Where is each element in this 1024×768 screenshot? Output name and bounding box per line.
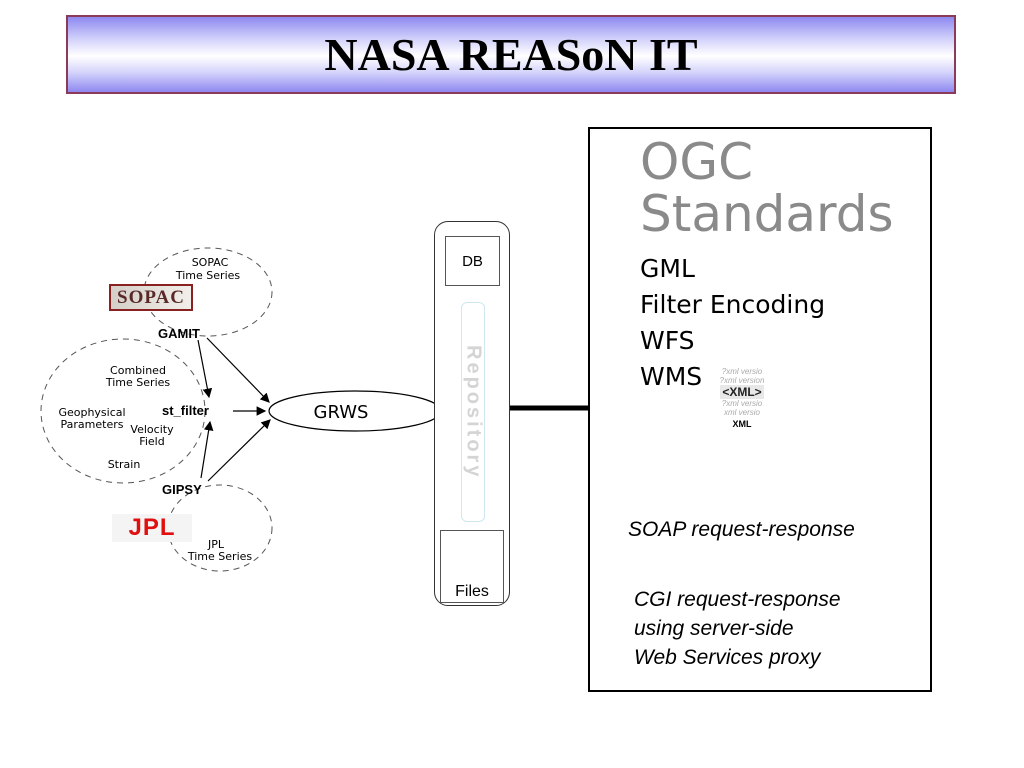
cgi-line-1: CGI request-response xyxy=(634,588,841,611)
combined-label-2: Time Series xyxy=(105,376,171,389)
edge-gamit-stfilter xyxy=(197,339,213,399)
combined-label-1: Combined xyxy=(110,364,166,377)
sopac-logo-text: SOPAC xyxy=(117,286,185,308)
xml-logo: ?xml versio ?xml version <XML> ?xml vers… xyxy=(706,364,778,432)
cgi-line-2: using server-side xyxy=(634,617,794,640)
xml-ghost-1: ?xml versio xyxy=(721,367,763,376)
combined-cluster-ellipse xyxy=(40,338,206,484)
velocity-label-1: Velocity xyxy=(130,423,174,436)
geophysical-label-1: Geophysical xyxy=(58,406,125,419)
ogc-title: OGC Standards xyxy=(640,136,894,240)
standard-wms: WMS xyxy=(640,362,703,391)
edge-gamit-grws xyxy=(206,337,270,403)
cgi-protocol: CGI request-response using server-side W… xyxy=(634,585,841,672)
xml-ghost-2: ?xml version xyxy=(719,376,765,385)
standard-filter-encoding: Filter Encoding xyxy=(640,290,826,319)
xml-caption: XML xyxy=(732,419,752,429)
slide-title: NASA REASoN IT xyxy=(324,29,698,80)
sopac-label-1: SOPAC xyxy=(192,256,229,269)
db-box: DB xyxy=(445,236,500,286)
standard-wfs: WFS xyxy=(640,326,695,355)
xml-ghost-3: ?xml versio xyxy=(721,399,763,408)
files-box xyxy=(440,530,504,603)
gamit-node: GAMIT xyxy=(158,326,200,341)
soap-protocol: SOAP request-response xyxy=(628,518,855,541)
ogc-title-line2: Standards xyxy=(640,185,894,243)
geophysical-label-2: Parameters xyxy=(61,418,124,431)
velocity-label-2: Field xyxy=(139,435,164,448)
cgi-line-3: Web Services proxy xyxy=(634,646,821,669)
gipsy-node: GIPSY xyxy=(162,482,202,497)
title-banner: NASA REASoN IT xyxy=(66,15,956,94)
jpl-label-2: Time Series xyxy=(187,550,253,563)
ogc-title-line1: OGC xyxy=(640,133,754,191)
standard-gml: GML xyxy=(640,254,695,283)
edge-gipsy-stfilter xyxy=(200,420,214,479)
xml-ghost-4: xml versio xyxy=(723,408,760,417)
strain-label: Strain xyxy=(108,458,141,471)
sopac-logo: SOPAC xyxy=(109,284,193,311)
jpl-cluster-ellipse xyxy=(167,484,273,572)
stfilter-node: st_filter xyxy=(162,403,209,418)
jpl-logo: JPL xyxy=(112,514,192,542)
files-label: Files xyxy=(455,583,489,600)
ogc-panel xyxy=(588,127,932,692)
repository-label: Repository xyxy=(461,302,485,522)
edge-gipsy-grws xyxy=(207,419,271,482)
jpl-logo-text: JPL xyxy=(128,514,176,541)
sopac-label-2: Time Series xyxy=(175,269,241,282)
xml-tag: <XML> xyxy=(720,385,764,399)
grws-label: GRWS xyxy=(314,402,369,423)
jpl-label-1: JPL xyxy=(207,538,225,551)
